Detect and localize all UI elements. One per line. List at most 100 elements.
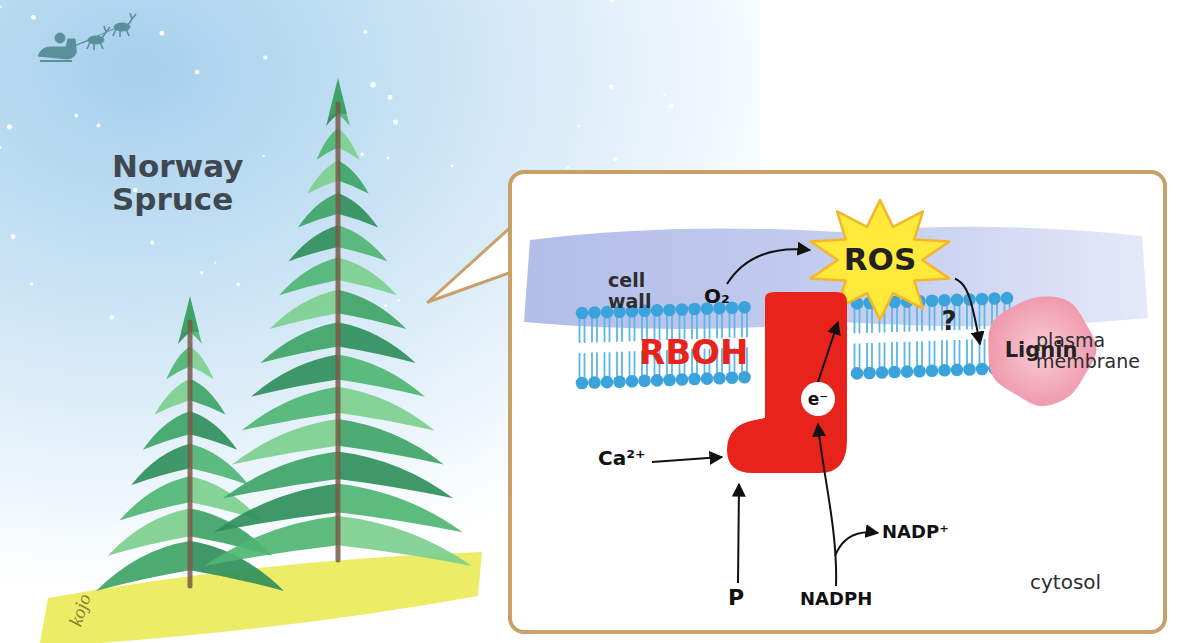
spruce-branch [190, 314, 202, 344]
spruce-branch [338, 451, 453, 498]
lipid-tail [580, 353, 585, 378]
lipid-tail [905, 342, 910, 367]
lipid-head [688, 373, 701, 386]
lipid-head [726, 371, 739, 384]
region-label: cell wall [608, 270, 680, 311]
spruce-branch [131, 444, 190, 485]
sleigh-silhouette [38, 13, 136, 61]
lipid-head [863, 367, 876, 380]
lipid-head [976, 363, 989, 376]
molecule-label: NADPH [800, 589, 872, 608]
spruce-branch [213, 484, 338, 532]
calcium-arrow [652, 457, 722, 462]
spruce-branch [338, 322, 416, 363]
ion-label: Ca²⁺ [598, 448, 646, 470]
spruce-trees [96, 78, 472, 591]
lipid-head [713, 372, 726, 385]
electron-circle [801, 382, 835, 416]
callout-panel [510, 172, 1165, 632]
lipid-head [701, 372, 714, 385]
spruce-top [329, 78, 347, 114]
reins [74, 28, 116, 46]
reindeer-body [88, 36, 104, 44]
lipid-tail [917, 341, 922, 366]
spruce-branch [178, 314, 190, 344]
snowflake [669, 103, 674, 108]
snowflake [578, 125, 580, 127]
lipid-head [738, 371, 751, 384]
lipid-tail [930, 341, 935, 366]
snowflake [566, 166, 569, 169]
enzyme-label: RBOH [639, 334, 748, 371]
lipid-head [663, 374, 676, 387]
lipid-head [888, 366, 901, 379]
sleigh-runner [40, 60, 72, 62]
lipid-tail [967, 339, 972, 364]
sky [0, 0, 760, 580]
spruce-branch [338, 225, 388, 261]
spruce-branch [204, 516, 338, 566]
spruce-branch [317, 128, 338, 160]
tree-trunk [188, 322, 193, 586]
molecule-label: O₂ [704, 286, 730, 308]
small-spruce [96, 296, 284, 591]
lipid-tail [855, 343, 860, 368]
snowflake [11, 234, 16, 239]
spruce-branch [242, 387, 338, 431]
snowflake [397, 299, 400, 302]
spruce-branch [223, 451, 338, 498]
snowflake [451, 164, 454, 167]
spruce-branch [190, 379, 225, 415]
lipid-head [851, 367, 864, 380]
lipid-tail [630, 351, 635, 376]
tree-trunk [336, 104, 341, 560]
snowflake [360, 152, 364, 156]
lipid-head [651, 374, 664, 387]
snowflake [200, 271, 203, 274]
snowflake [159, 31, 164, 36]
spruce-branch [190, 509, 272, 556]
spruce-branch [307, 161, 338, 194]
lipid-tail [605, 352, 610, 377]
electron-node: e⁻ [801, 382, 835, 416]
lipid-tail [980, 339, 985, 364]
sleigh [38, 39, 76, 59]
spruce-branch [260, 322, 338, 363]
spruce-branch [190, 411, 237, 450]
lipid-tail [867, 343, 872, 368]
spruce-branch [338, 354, 425, 396]
spruce-branch [270, 290, 338, 329]
lipid-head [951, 364, 964, 377]
spruce-branch [155, 379, 190, 415]
spruce-branch [190, 346, 214, 379]
spruce-branch [338, 193, 378, 228]
spruce-branch [288, 225, 338, 261]
spruce-branch [232, 419, 338, 464]
snowflake [31, 15, 36, 20]
snowflake [7, 124, 12, 129]
spruce-branch [119, 476, 190, 520]
signature: kojo [66, 592, 96, 629]
lipid-head [638, 375, 651, 388]
lipid-tail [592, 353, 597, 378]
reindeer-legs [113, 13, 136, 37]
snowflake [195, 70, 200, 75]
lipid-head [938, 364, 951, 377]
snowflake [663, 93, 666, 96]
snowflake [30, 282, 33, 285]
snowflake [370, 82, 375, 87]
lipid-head [576, 377, 589, 390]
ground [40, 552, 482, 643]
snowflake [262, 155, 264, 157]
snowflake [263, 56, 267, 60]
spruce-branch [338, 387, 434, 431]
snowflake [387, 157, 390, 160]
spruce-top [181, 296, 199, 332]
spruce-branch [190, 541, 284, 591]
reindeer-legs [87, 26, 110, 50]
spruce-branch [338, 161, 369, 194]
snowflake [393, 119, 398, 124]
spruce-branch [326, 96, 338, 126]
lipid-head [626, 375, 639, 388]
molecule-label: NADP⁺ [882, 522, 949, 541]
